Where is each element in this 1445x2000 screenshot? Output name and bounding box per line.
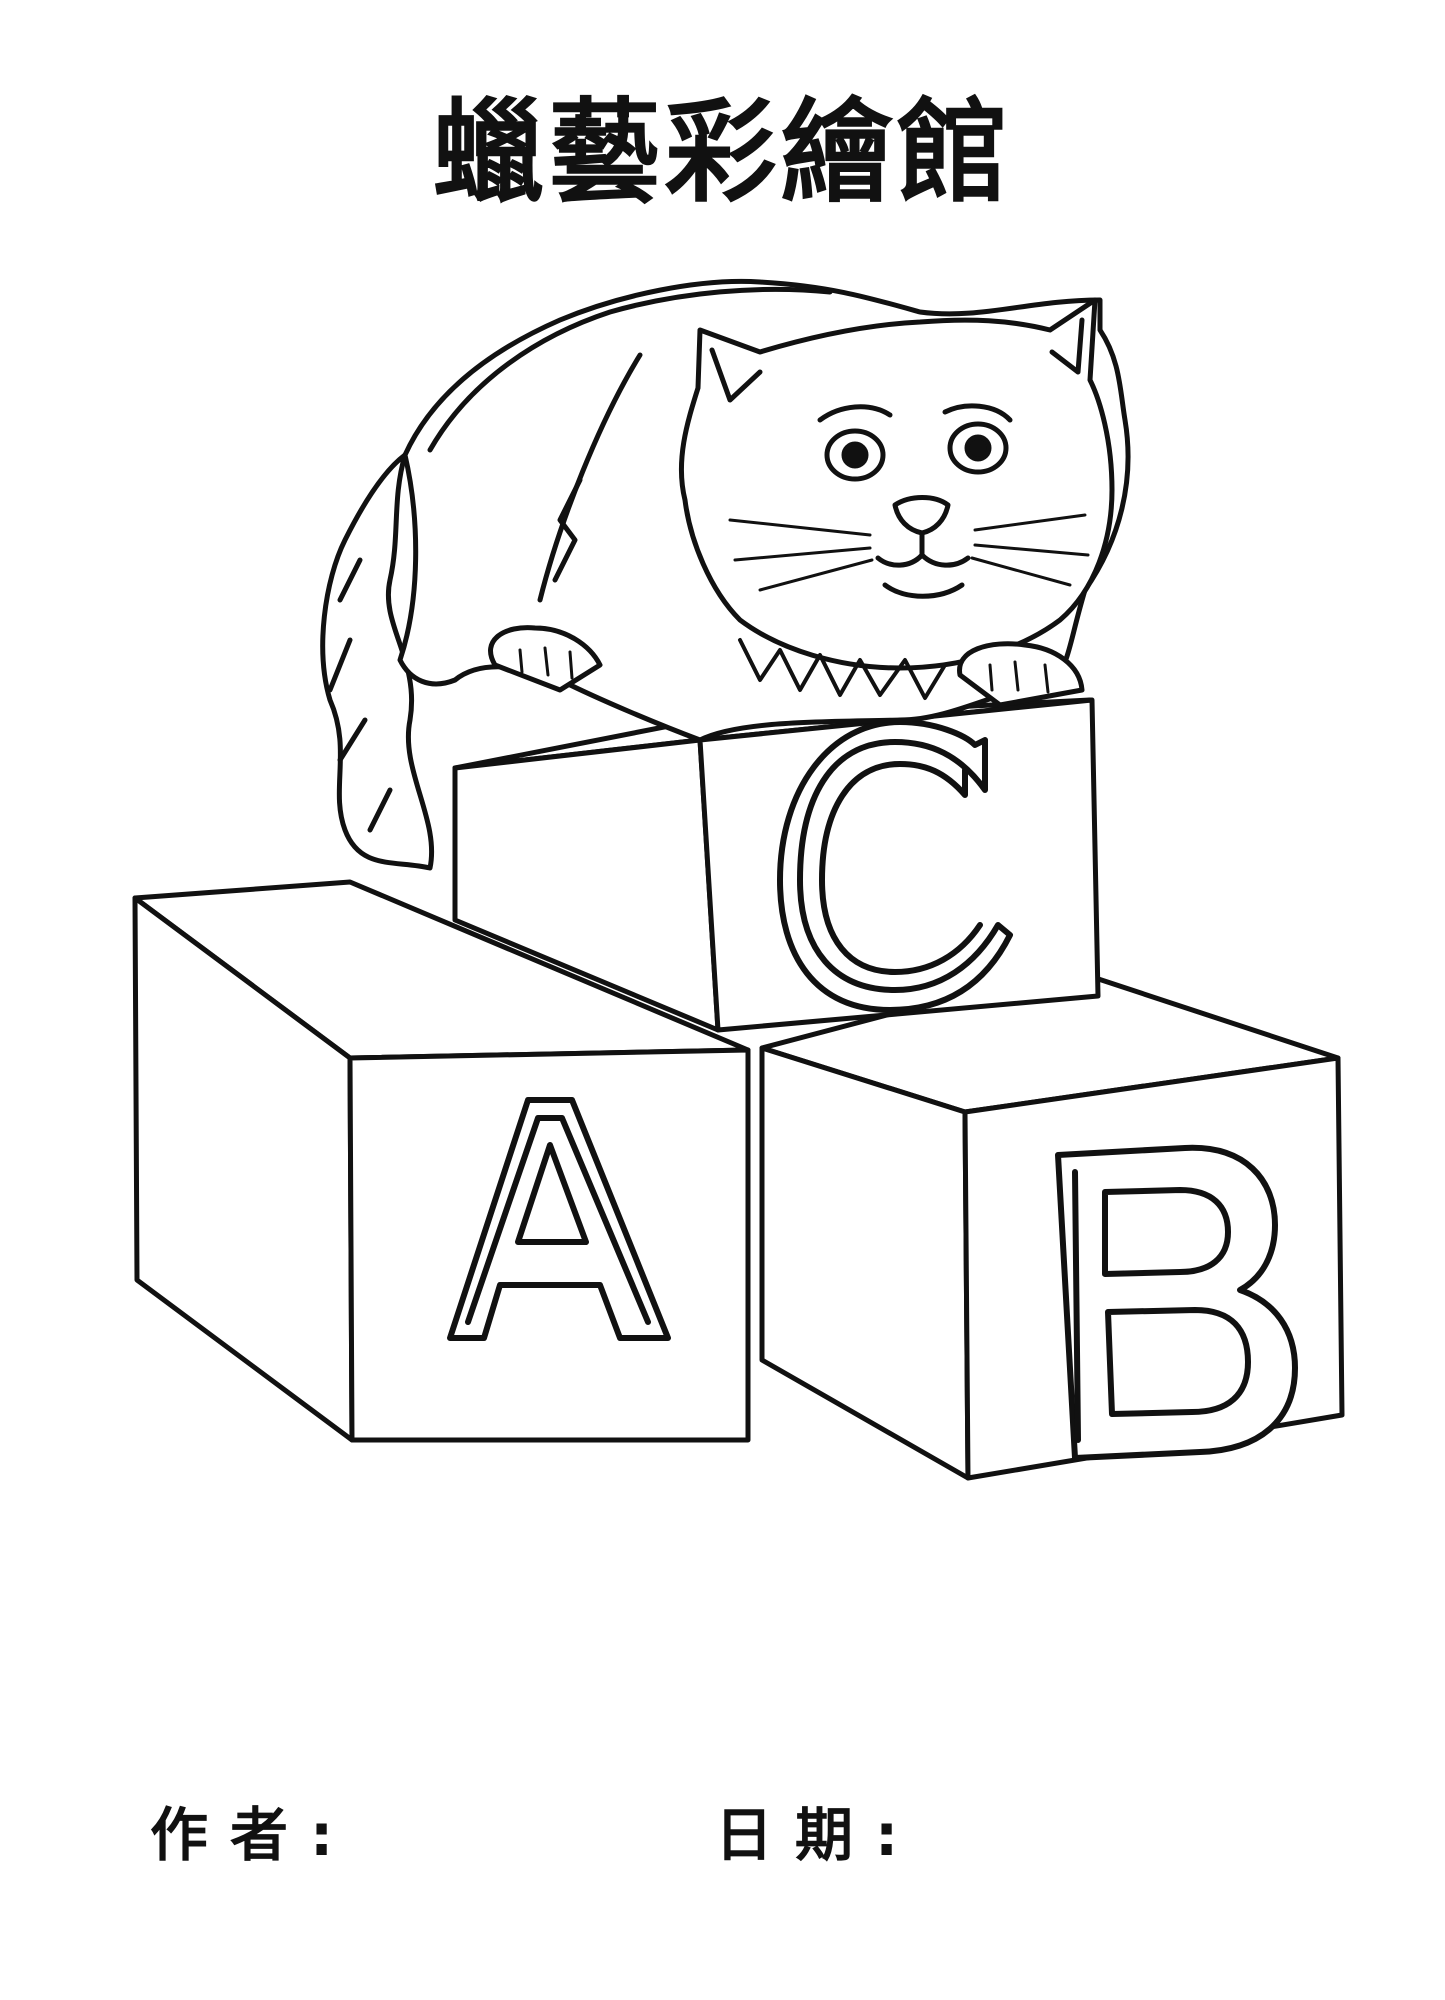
letter-b [1055, 1144, 1298, 1461]
author-label: 作者: [150, 1801, 356, 1869]
page-title: 蠟藝彩繪館 [432, 88, 1013, 218]
letter-c [777, 719, 1013, 1013]
letter-a [447, 1097, 671, 1341]
date-label: 日期: [715, 1801, 921, 1869]
cat-drawing [320, 278, 1131, 871]
